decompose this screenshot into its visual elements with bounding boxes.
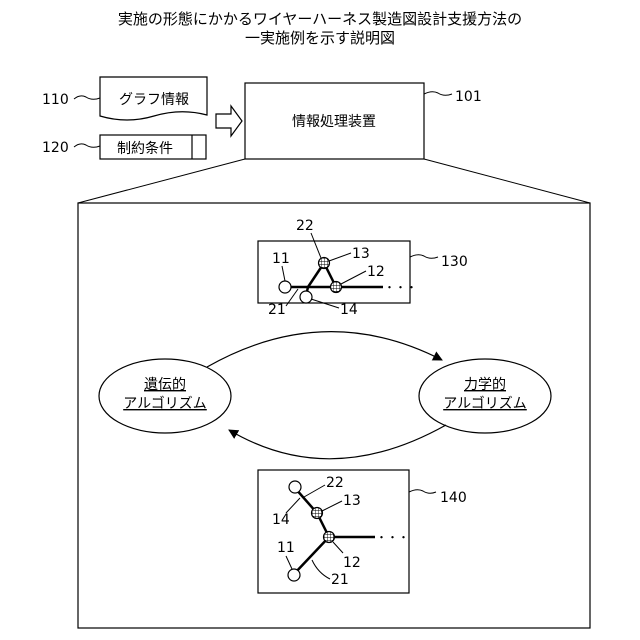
graph-node-branch	[331, 282, 342, 293]
node-label-14: 14	[340, 302, 358, 318]
genetic-algorithm-label-line2: アルゴリズム	[123, 395, 207, 412]
information-processing-device: 情報処理装置	[245, 83, 424, 159]
constraints-callout: 120	[42, 140, 100, 156]
graph-node-terminal	[279, 281, 291, 293]
device-leader-line	[424, 92, 452, 96]
graph-info-input: グラフ情報	[100, 77, 207, 120]
graph-node-branch	[319, 258, 330, 269]
constraints-label: 制約条件	[117, 140, 173, 157]
mechanical-algorithm-label-line1: 力学的	[464, 377, 506, 393]
mechanical-algorithm: 力学的 アルゴリズム	[419, 359, 551, 433]
graph-before-callout: 130	[410, 254, 468, 270]
node-label-21: 21	[331, 572, 349, 588]
graph-after-leader-line	[409, 490, 436, 494]
graph-node-branch	[312, 508, 323, 519]
device-label: 情報処理装置	[292, 114, 376, 130]
node-label-12: 12	[343, 555, 361, 571]
graph-ellipsis: ・・・	[376, 531, 409, 544]
node-label-14: 14	[272, 512, 290, 528]
graph-info-callout: 110	[42, 92, 100, 108]
input-block-arrow	[216, 106, 242, 136]
constraints-input: 制約条件	[100, 135, 206, 159]
genetic-algorithm-label-line1: 遺伝的	[144, 377, 186, 393]
graph-before-ref-number: 130	[441, 254, 468, 270]
graph-node-terminal	[288, 569, 300, 581]
graph-info-ref-number: 110	[42, 92, 69, 108]
genetic-algorithm: 遺伝的 アルゴリズム	[99, 359, 231, 433]
node-label-21: 21	[268, 302, 286, 318]
zoom-line-left	[78, 159, 245, 203]
graph-before-panel: ・・・ 22 13 11 12 21 14	[258, 218, 417, 318]
arrow-genetic-to-mechanical	[207, 332, 442, 367]
graph-after-callout: 140	[409, 490, 467, 506]
node-label-22: 22	[326, 475, 344, 491]
node-label-13: 13	[352, 246, 370, 262]
constraints-leader-line	[74, 144, 100, 147]
graph-node-terminal	[300, 291, 312, 303]
mechanical-algorithm-label-line2: アルゴリズム	[443, 395, 527, 412]
graph-info-label: グラフ情報	[119, 92, 189, 108]
graph-after-panel: ・・・ 22 13 14 12 11 21	[258, 470, 409, 593]
graph-after-ref-number: 140	[440, 490, 467, 506]
node-label-22: 22	[296, 218, 314, 234]
graph-node-branch	[324, 532, 335, 543]
arrow-mechanical-to-genetic	[229, 425, 446, 459]
graph-info-leader-line	[74, 96, 100, 99]
graph-ellipsis: ・・・	[384, 281, 417, 294]
zoom-line-right	[424, 159, 590, 203]
node-label-13: 13	[343, 493, 361, 509]
node-label-12: 12	[367, 264, 385, 280]
node-label-11: 11	[277, 540, 295, 556]
node-label-11: 11	[272, 251, 290, 267]
constraints-ref-number: 120	[42, 140, 69, 156]
device-ref-number: 101	[455, 89, 482, 105]
graph-before-leader-line	[410, 255, 438, 259]
graph-node-terminal	[289, 481, 301, 493]
device-callout: 101	[424, 89, 482, 105]
